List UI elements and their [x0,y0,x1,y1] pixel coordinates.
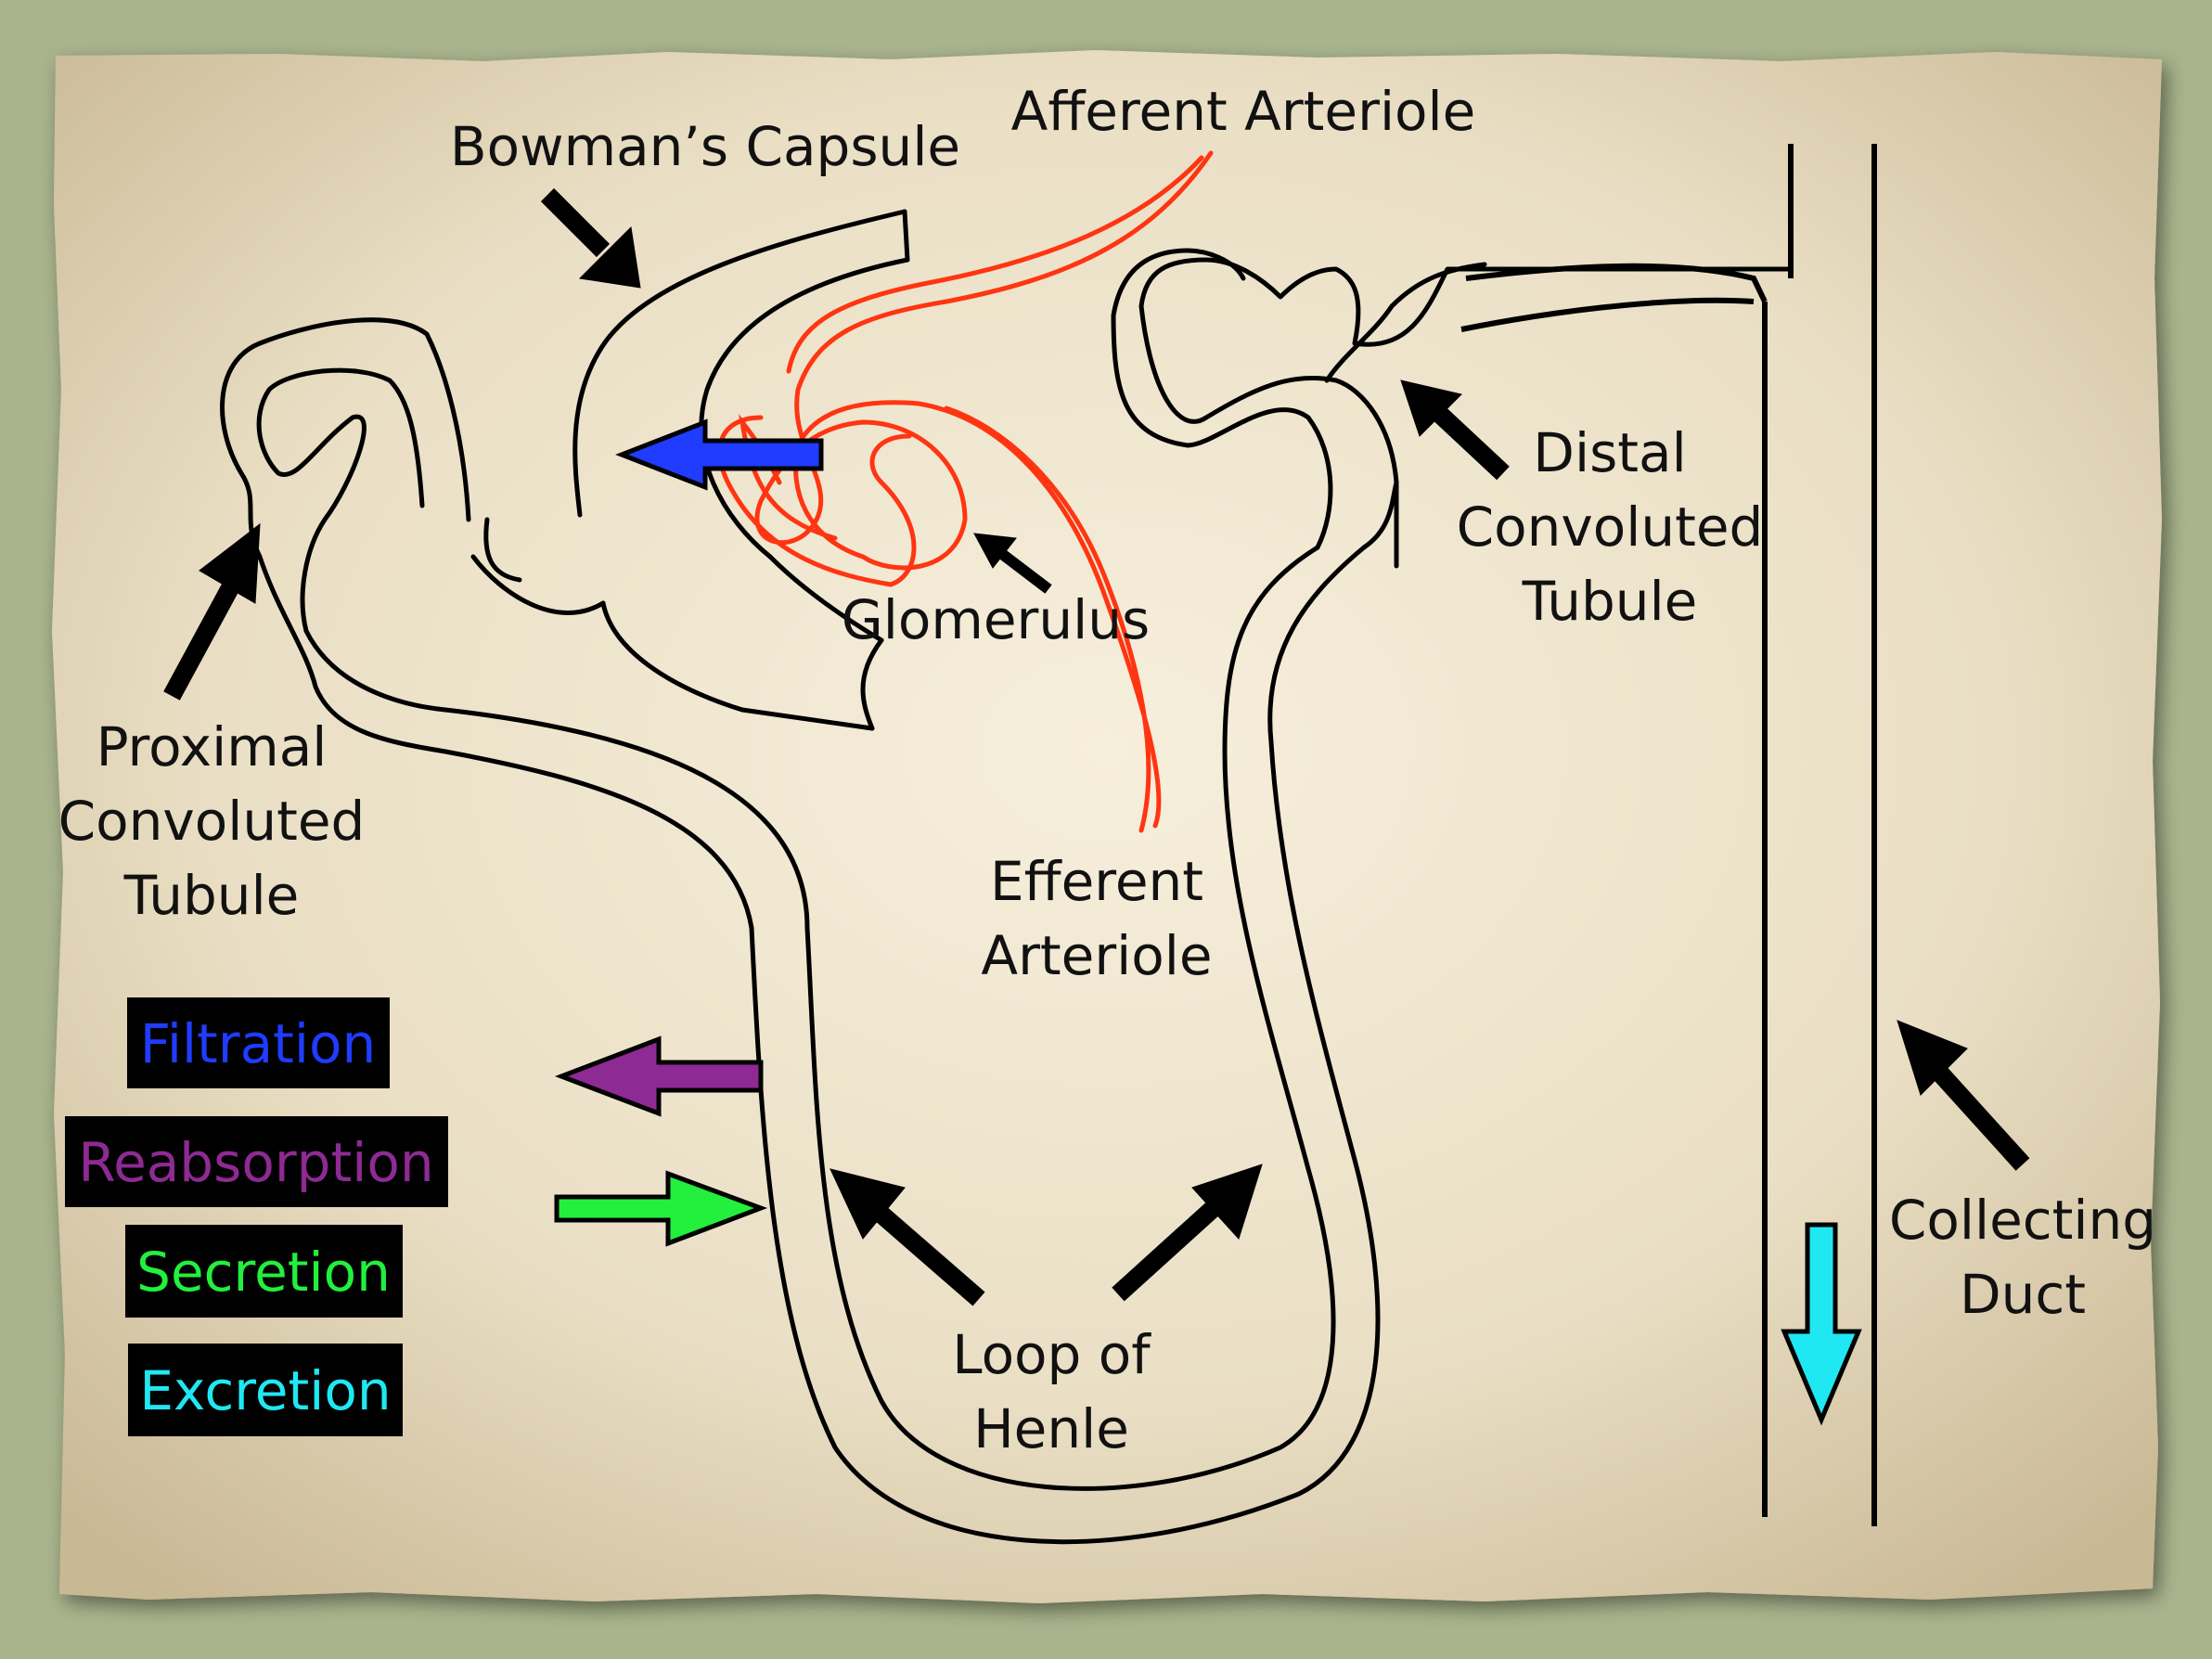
pct-inner [256,367,810,931]
label-proximal-line2: Convoluted [58,790,366,853]
arrow-glomerulus [973,533,1052,594]
collecting-duct [1460,144,1877,1526]
label-efferent-line1: Efferent [990,850,1203,913]
bowman-outer-wall [572,209,907,518]
loop-outer [749,480,1399,1545]
arrow-loop-left [830,1168,985,1306]
nephron-tubule [220,155,1794,1545]
arrow-loop-right [1112,1164,1263,1302]
secretion-arrow [554,1170,768,1247]
arrow-bowman [540,187,641,289]
legend-label-filtration: Filtration [140,1012,377,1075]
legend-item-secretion: Secretion [125,1225,403,1318]
legend-item-filtration: Filtration [127,997,390,1088]
loop-inner [804,545,1336,1491]
afferent-arteriole-wall-2 [786,155,1204,374]
pointer-arrows [163,187,2030,1306]
legend-item-excretion: Excretion [128,1344,403,1436]
label-proximal-line1: Proximal [96,715,328,778]
label-glomerulus: Glomerulus [842,588,1150,651]
arrow-proximal [163,522,261,701]
efferent-arteriole-wall-1 [944,405,1151,833]
label-collecting-line2: Duct [1960,1263,2086,1326]
dct-inner [1111,248,1333,550]
label-efferent-line2: Arteriole [981,924,1212,987]
filtration-arrow [615,418,824,491]
label-distal-line3: Tubule [1522,570,1698,633]
legend: Filtration Reabsorption Secretion Excret… [65,997,448,1436]
arrow-collecting [1897,1020,2030,1171]
label-distal-line2: Convoluted [1457,495,1764,559]
label-proximal-line3: Tubule [123,864,300,927]
arrow-distal [1400,379,1510,481]
legend-label-excretion: Excretion [139,1359,391,1422]
label-afferent-arteriole: Afferent Arteriole [1011,80,1476,143]
label-bowmans-capsule: Bowman’s Capsule [450,115,960,178]
label-distal-line1: Distal [1533,421,1686,484]
labels: Afferent Arteriole Bowman’s Capsule Glom… [58,80,2156,1460]
reabsorption-arrow [554,1035,764,1117]
pct-outer [220,317,754,931]
label-loop-line1: Loop of [952,1323,1151,1386]
label-collecting-line1: Collecting [1889,1189,2156,1252]
legend-item-reabsorption: Reabsorption [65,1116,448,1207]
legend-label-secretion: Secretion [136,1241,391,1304]
bowman-inner-wall [699,257,910,559]
process-arrows [554,418,1862,1426]
dct-outer [1138,155,1794,485]
label-loop-line2: Henle [973,1397,1129,1460]
legend-label-reabsorption: Reabsorption [78,1131,433,1194]
excretion-arrow [1781,1222,1862,1426]
